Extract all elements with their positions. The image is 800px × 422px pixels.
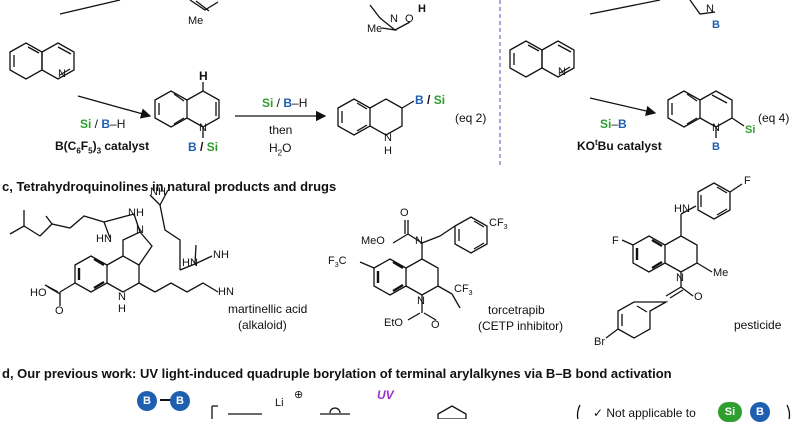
quinoline-right-n: N [558,66,566,78]
b-atom-badge-3: B [750,402,770,422]
torcetrapib-meo-label: MeO [361,235,385,247]
b-atom-badge-2: B [170,391,190,411]
torcetrapib-o-label: O [400,207,409,219]
uv-label: UV [377,388,394,402]
top-acetone-fragment [189,0,219,12]
top-n-label: N [390,13,398,25]
dihydroquinoline [154,82,220,138]
torcetrapib-cf3-left: F3C [328,255,347,270]
pesticide-me-label: Me [713,267,729,279]
arrow-eq4 [589,97,657,117]
arrow-quinoline-to-dihydro [77,95,152,119]
torcetrapib-name: torcetrapib [488,303,545,317]
section-d-heading: d, Our previous work: UV light-induced q… [2,366,672,381]
top-me-label: Me [188,15,204,27]
martinellic-ring-n: N [118,291,126,303]
martinellic-name: martinellic acid [228,302,308,316]
pesticide-hn-label: HN [674,203,690,215]
top-o-label: O [405,13,414,25]
not-applicable-label: ✓ Not applicable to [593,406,696,420]
li-label: Li [275,397,284,409]
silyl-dihydroquinoline [667,90,745,138]
martinellic-o-label: O [55,305,64,317]
top-me2-label: Me [367,23,383,35]
martinellic-ring-h: H [118,303,126,315]
section-c-heading: c, Tetrahydroquinolines in natural produ… [2,179,337,194]
eq4-label: (eq 4) [758,111,790,125]
martinellic-acid-structure [9,189,219,306]
li-charge: ⊕ [294,389,304,401]
torcetrapib-n-ring: N [417,295,425,307]
thq-substituent: B / Si [415,93,446,107]
martinellic-hn4-label: HN [218,286,234,298]
pesticide-o-label: O [694,291,703,303]
torcetrapib-class: (CETP inhibitor) [478,319,564,333]
torcetrapib-eto-label: EtO [384,317,403,329]
top-right-fragment [689,0,716,15]
dihydro-substituent: B / Si [188,140,219,154]
martinellic-ho-label: HO [30,287,47,299]
thq-h-label: H [384,145,392,157]
tetrahydroquinoline-product [337,98,415,136]
torcetrapib-cf3-top: CF3 [489,217,508,232]
hydroboration-reagent: Si / B–H [80,117,126,131]
water-label: H2O [269,141,292,158]
eq4-n-label: N [712,122,720,134]
pesticide-br-label: Br [594,336,605,348]
pesticide-f-top: F [744,175,751,187]
torcetrapib-structure [359,216,488,321]
eq4-si-label: Si [745,124,756,136]
torcetrapib-n-top: N [415,235,423,247]
top-right-b-label: B [712,19,720,31]
pesticide-n-label: N [676,272,684,284]
top-h-label: H [418,3,426,15]
b-atom-badge-1: B [137,391,157,411]
eq2-catalyst-label: B(C6F5)3 catalyst [55,139,150,156]
pesticide-f-left: F [612,235,619,247]
second-step-reagent: Si / B–H [262,96,308,110]
eq4-catalyst-label: KOtBu catalyst [577,138,662,153]
dihydro-h-label: H [199,69,208,83]
eq4-b-label: B [712,141,720,153]
martinellic-class: (alkaloid) [238,318,287,332]
torcetrapib-cf3-bottom: CF3 [454,283,473,298]
silylboration-reagent: Si–B [600,117,627,131]
martinellic-hn-label: HN [96,233,112,245]
dihydro-n-label: N [199,122,207,134]
torcetrapib-o-bottom: O [431,319,440,331]
martinellic-hn3-label: NH [213,249,229,261]
top-right-n-label: N [706,3,714,15]
pesticide-structure [605,182,743,339]
martinellic-n-label: N [136,224,144,236]
martinellic-nh2-label: NH [150,186,166,198]
top-amide-fragment [369,4,411,32]
quinoline-left-n: N [58,68,66,80]
si-atom-badge: Si [718,402,742,422]
martinellic-hn2-label: HN [182,257,198,269]
thq-n-label: N [384,132,392,144]
quinoline-left [9,42,75,80]
quinoline-right [509,40,575,78]
martinellic-nh-label: NH [128,207,144,219]
top-arrow-left [59,0,121,15]
then-label: then [269,123,293,137]
pesticide-name: pesticide [734,318,782,332]
top-arrow-right [589,0,661,15]
eq2-label: (eq 2) [455,111,487,125]
